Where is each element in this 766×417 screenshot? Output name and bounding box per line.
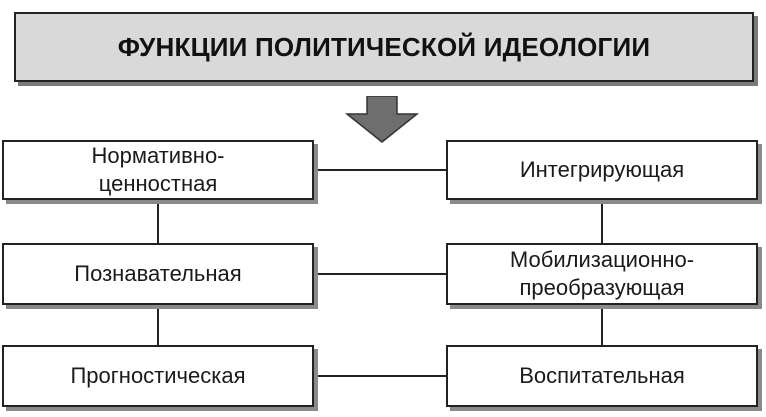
node-mobilizing-line2: преобразующая [519, 275, 685, 300]
node-normative-line2: ценностная [98, 171, 218, 196]
node-mobilizing-line1: Мобилизационно- [509, 247, 695, 272]
node-cognitive-label: Познавательная [74, 261, 242, 286]
node-normative-value: Нормативно- ценностная [2, 140, 314, 200]
node-prognostic: Прогностическая [2, 345, 314, 407]
node-educational-label: Воспитательная [519, 363, 685, 388]
node-mobilizing: Мобилизационно- преобразующая [446, 243, 758, 305]
down-arrow-icon [345, 96, 419, 143]
node-prognostic-label: Прогностическая [70, 363, 246, 388]
node-educational: Воспитательная [446, 345, 758, 407]
diagram-title: ФУНКЦИИ ПОЛИТИЧЕСКОЙ ИДЕОЛОГИИ [117, 31, 651, 62]
node-cognitive: Познавательная [2, 243, 314, 305]
diagram-title-box: ФУНКЦИИ ПОЛИТИЧЕСКОЙ ИДЕОЛОГИИ [14, 12, 754, 82]
node-integrating: Интегрирующая [446, 140, 758, 200]
node-normative-line1: Нормативно- [91, 143, 225, 168]
node-integrating-label: Интегрирующая [519, 157, 685, 182]
